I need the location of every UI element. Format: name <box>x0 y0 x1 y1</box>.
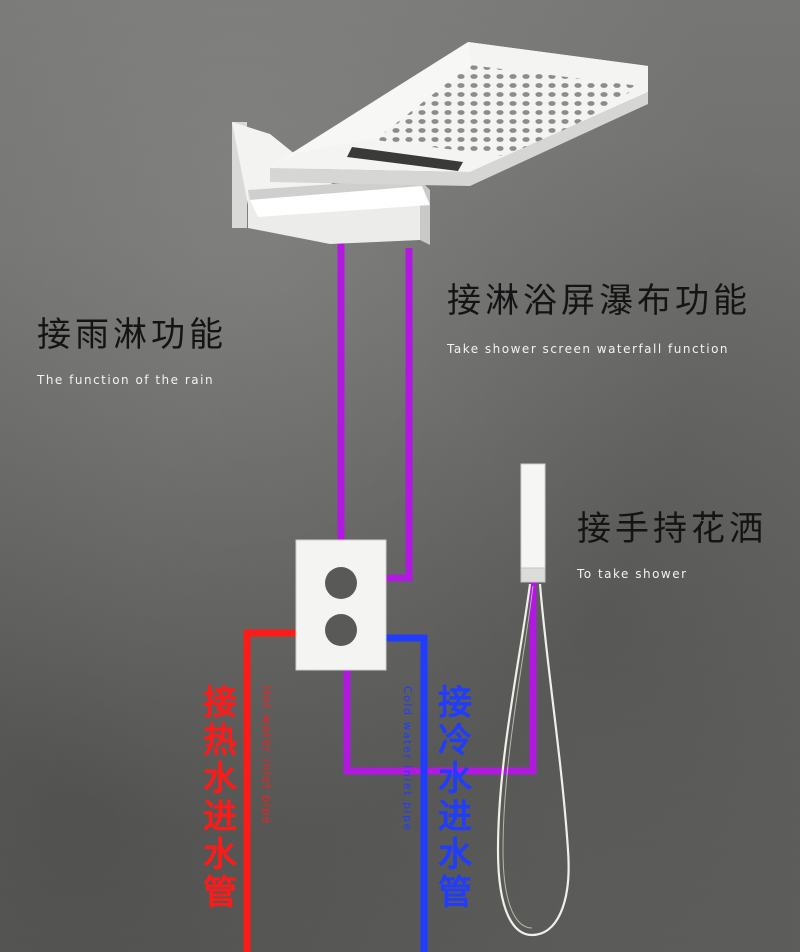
rain-label-en: The function of the rain <box>37 373 215 387</box>
waterfall-label-en: Take shower screen waterfall function <box>447 342 730 356</box>
cold-inlet-label-cn: 接冷水进水管 <box>438 683 472 913</box>
outlet-pipes <box>337 232 537 775</box>
hot-inlet-label-cn: 接热水进水管 <box>203 683 237 913</box>
upper-valve-knob <box>325 567 357 599</box>
mixing-valve-icon <box>295 539 387 671</box>
waterfall-outlet-pipe <box>386 248 413 582</box>
lower-valve-knob <box>325 614 357 646</box>
hot-inlet-pipe <box>243 629 296 952</box>
rain-label-cn: 接雨淋功能 <box>37 315 227 355</box>
cold-inlet-label-en: Cold water inlet pipe <box>401 686 414 832</box>
shower-head-icon <box>232 42 648 245</box>
waterfall-label-cn: 接淋浴屏瀑布功能 <box>447 281 751 321</box>
shower-hose-icon <box>496 583 570 937</box>
handheld-label-en: To take shower <box>577 567 688 581</box>
handheld-label-cn: 接手持花洒 <box>577 509 767 549</box>
hand-shower-icon <box>520 463 546 583</box>
cold-inlet-pipe <box>386 634 428 952</box>
handheld-outlet-pipe <box>343 580 537 775</box>
hot-inlet-label-en: Hot water inlet pipe <box>260 686 273 826</box>
